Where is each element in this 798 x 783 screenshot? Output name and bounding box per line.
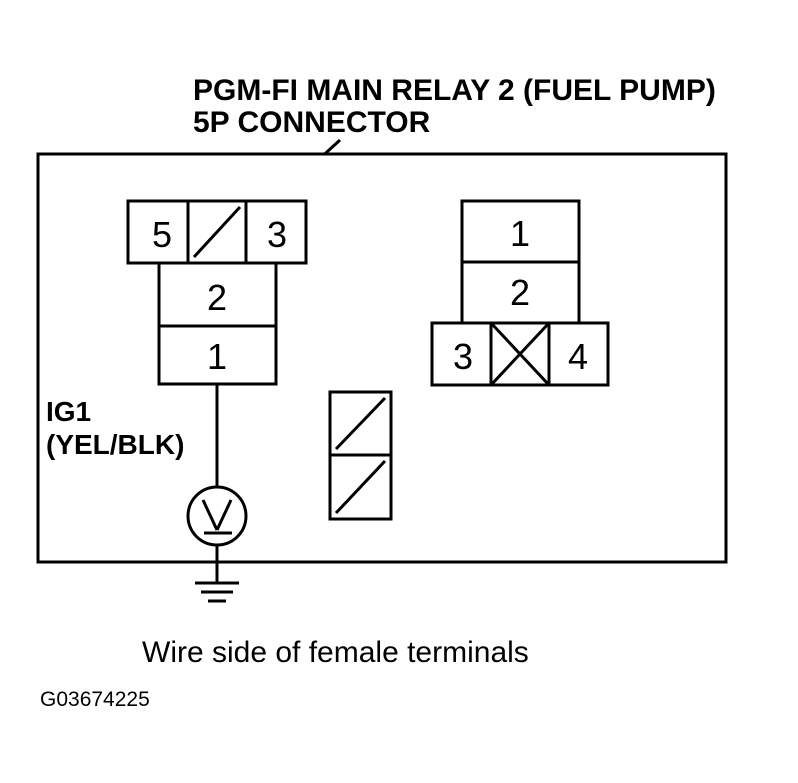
title-line-2: 5P CONNECTOR <box>193 106 431 139</box>
left-pin-1: 1 <box>207 336 227 377</box>
right-pin-3: 3 <box>453 336 473 377</box>
left-pin-3: 3 <box>267 214 287 255</box>
right-connector: 1 2 3 4 <box>430 199 610 387</box>
middle-connector <box>328 390 393 521</box>
wire-name-label: IG1 <box>46 396 91 427</box>
caption: Wire side of female terminals <box>142 636 529 669</box>
right-pin-2: 2 <box>510 272 530 313</box>
voltmeter-icon <box>186 485 248 547</box>
right-pin-4: 4 <box>568 336 588 377</box>
wire-color-label: (YEL/BLK) <box>46 429 184 460</box>
ground-icon <box>195 581 239 603</box>
left-pin-2: 2 <box>207 277 227 318</box>
left-pin-5: 5 <box>152 214 172 255</box>
figure-code: G03674225 <box>40 688 150 711</box>
title-line-1: PGM-FI MAIN RELAY 2 (FUEL PUMP) <box>193 74 716 107</box>
left-connector: 5 3 2 1 <box>126 199 308 386</box>
right-pin-1: 1 <box>510 213 530 254</box>
